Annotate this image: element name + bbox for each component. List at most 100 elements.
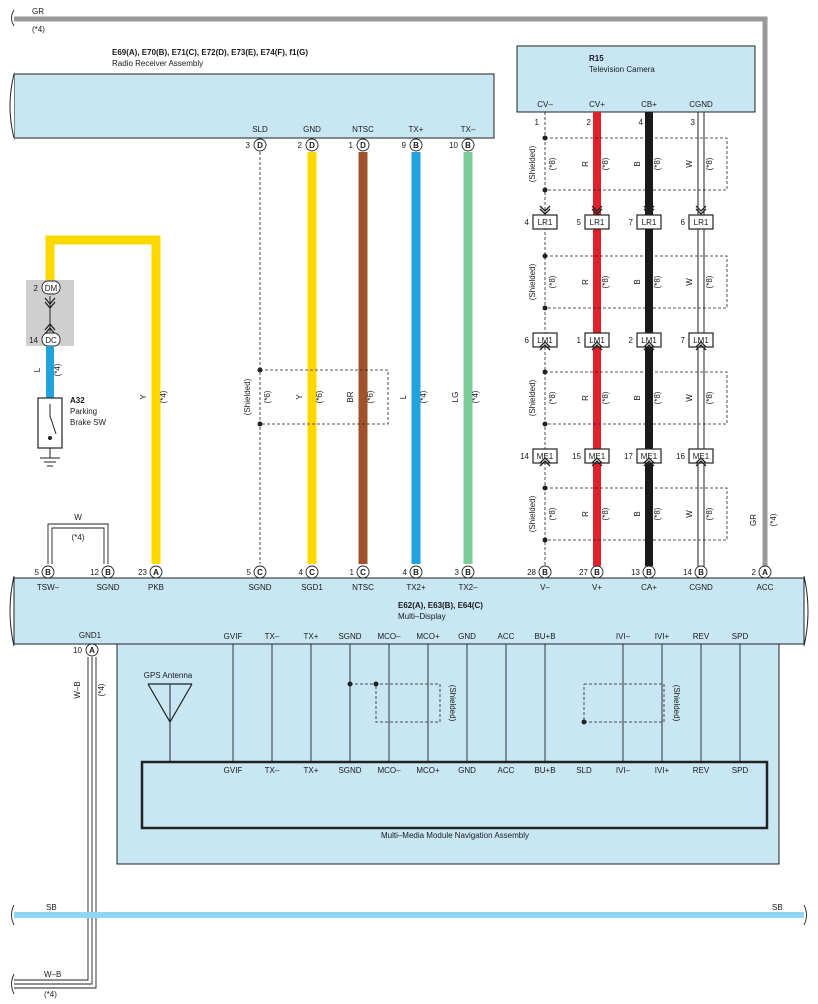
radio-pin-label: NTSC — [352, 125, 374, 134]
md-pin-number: 2 — [752, 568, 757, 577]
md-pin-connector-ring — [305, 565, 319, 579]
lm1-connector-name: LM1 — [641, 336, 657, 345]
camera-shield-label: (Shielded) — [528, 495, 537, 532]
parking-code: A32 — [70, 396, 85, 405]
pkb-wire-note: (*4) — [159, 390, 168, 403]
radio-pin-connector-ring — [253, 138, 267, 152]
me1-connector-box — [636, 448, 662, 464]
camera-wire-note: (*8) — [705, 275, 714, 288]
dm-connector-name: DM — [45, 284, 58, 293]
camera-wire-color: R — [581, 161, 590, 167]
md-pin-connector: B — [642, 565, 656, 579]
camera-wire-color: R — [581, 511, 590, 517]
md-pin-connector-ring — [101, 565, 115, 579]
md-pin-connector: B — [101, 565, 115, 579]
camera-wire-color: W — [685, 160, 694, 168]
md-nav-pin-label: REV — [693, 632, 710, 641]
camera-shield-box — [545, 137, 728, 191]
camera-wire-note: (*8) — [653, 275, 662, 288]
md-pin-connector: A — [149, 565, 163, 579]
lr1-connector-name: LR1 — [642, 218, 657, 227]
camera-shield-box — [545, 255, 728, 309]
lm1-pin-number: 1 — [577, 336, 582, 345]
lr1-pin-number: 6 — [681, 218, 686, 227]
md-pin-connector-letter: B — [698, 568, 704, 577]
radio-shield-note: (*6) — [263, 390, 272, 403]
radio-shield-label: (Shielded) — [243, 378, 252, 415]
nav-pin-label: IVI– — [616, 766, 631, 775]
md-pin-label: SGD1 — [301, 583, 323, 592]
md-pin-connector: B — [538, 565, 552, 579]
camera-pin-label: CV+ — [589, 100, 605, 109]
camera-wire-note: (*8) — [601, 391, 610, 404]
lm1-connector: LM1 2 — [629, 332, 662, 351]
dc-connector-name: DC — [45, 336, 57, 345]
radio-pin-connector: D — [253, 138, 267, 152]
md-pin-number: 27 — [579, 568, 588, 577]
md-pin-label: CA+ — [641, 583, 657, 592]
nav-shield-2: (Shielded) — [672, 685, 681, 722]
md-pin-connector-letter: C — [360, 568, 366, 577]
md-pin-connector-letter: B — [105, 568, 111, 577]
nav-pin-label: MCO– — [377, 766, 401, 775]
md-nav-pin-label: SPD — [732, 632, 749, 641]
md-pin-connector-letter: B — [594, 568, 600, 577]
lr1-connector-box — [636, 214, 662, 230]
md-pin-connector-letter: C — [309, 568, 315, 577]
camera-wire-color: W — [685, 394, 694, 402]
gnd1-pin-label: GND1 — [79, 631, 102, 640]
radio-pin-number: 9 — [402, 141, 407, 150]
md-pin-connector-ring — [758, 565, 772, 579]
nav-pin-label: MCO+ — [416, 766, 440, 775]
md-pin-label: TX2+ — [406, 583, 426, 592]
radio-pin-label: TX+ — [409, 125, 424, 134]
connector-chevron-icon — [591, 205, 603, 215]
camera-wire-note: (*8) — [653, 157, 662, 170]
md-pin-connector-letter: B — [465, 568, 471, 577]
sgd1-wire-color: Y — [295, 394, 304, 400]
lm1-connector-box — [584, 332, 610, 348]
lm1-pin-number: 2 — [629, 336, 634, 345]
me1-connector-name: ME1 — [589, 452, 606, 461]
radio-pin-connector-letter: D — [360, 141, 366, 150]
camera-pin-number: 2 — [587, 118, 592, 127]
parking-wire-color: L — [33, 367, 42, 372]
nav-pin-label: IVI+ — [655, 766, 670, 775]
gnd1-pin-connector-letter: A — [89, 646, 95, 655]
radio-pin-number: 2 — [298, 141, 303, 150]
md-pin-connector-ring — [538, 565, 552, 579]
md-pin-number: 28 — [527, 568, 536, 577]
lm1-pin-number: 6 — [525, 336, 530, 345]
sgd1-wire-note: (*6) — [315, 390, 324, 403]
gr-bus: GR (*4) GR (*4) — [11, 7, 778, 566]
md-pin-number: 23 — [138, 568, 147, 577]
camera-wire-color: W — [685, 510, 694, 518]
lr1-pin-number: 4 — [525, 218, 530, 227]
nav-pin-label: REV — [693, 766, 710, 775]
camera-pin-number: 1 — [535, 118, 540, 127]
camera-wire-note: (*8) — [601, 157, 610, 170]
camera-pin-label: CGND — [689, 100, 713, 109]
nav-shield-1: (Shielded) — [448, 685, 457, 722]
nav-pin-label: BU+B — [534, 766, 555, 775]
ground-bus-note: (*4) — [44, 990, 57, 999]
md-pin-connector: B — [694, 565, 708, 579]
md-pin-number: 13 — [631, 568, 640, 577]
gps-antenna-icon — [147, 683, 193, 762]
md-pin-connector-ring — [356, 565, 370, 579]
radio-receiver-assembly: E69(A), E70(B), E71(C), E72(D), E73(E), … — [9, 48, 495, 152]
camera-shield-note: (*8) — [548, 507, 557, 520]
md-pin-number: 1 — [350, 568, 355, 577]
md-nav-pin-label: BU+B — [534, 632, 555, 641]
